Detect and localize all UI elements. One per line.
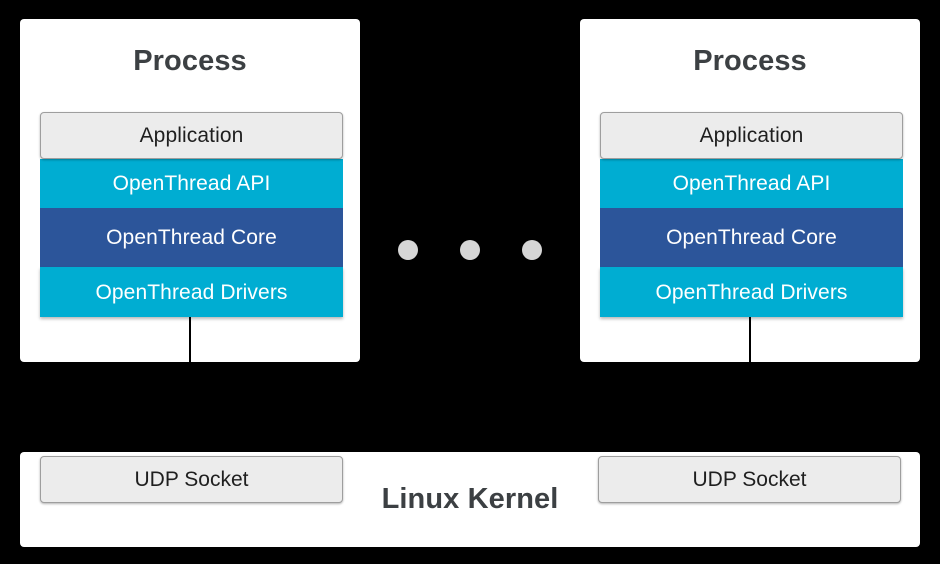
process-card-right: Process Application OpenThread API OpenT… [580, 19, 920, 362]
ellipsis-dot-icon [460, 240, 480, 260]
layer-stack-left: Application OpenThread API OpenThread Co… [40, 112, 343, 317]
process-title-left: Process [133, 45, 247, 77]
linux-kernel-title: Linux Kernel [381, 483, 559, 515]
ellipsis-dot-icon [522, 240, 542, 260]
arrow-up-icon-right [742, 304, 758, 362]
layer-application-left: Application [40, 112, 343, 159]
process-card-left: Process Application OpenThread API OpenT… [20, 19, 360, 362]
layer-openthread-api-left: OpenThread API [40, 159, 343, 208]
layer-openthread-core-right: OpenThread Core [600, 208, 903, 267]
layer-openthread-drivers-left: OpenThread Drivers [40, 267, 343, 317]
layer-application-right: Application [600, 112, 903, 159]
ellipsis-more-processes [398, 240, 542, 260]
layer-openthread-drivers-right: OpenThread Drivers [600, 267, 903, 317]
arrow-up-icon-left [182, 304, 198, 362]
layer-openthread-api-right: OpenThread API [600, 159, 903, 208]
udp-socket-right: UDP Socket [598, 456, 901, 503]
udp-socket-left: UDP Socket [40, 456, 343, 503]
layer-stack-right: Application OpenThread API OpenThread Co… [600, 112, 903, 317]
ellipsis-dot-icon [398, 240, 418, 260]
layer-openthread-core-left: OpenThread Core [40, 208, 343, 267]
process-title-right: Process [693, 45, 807, 77]
